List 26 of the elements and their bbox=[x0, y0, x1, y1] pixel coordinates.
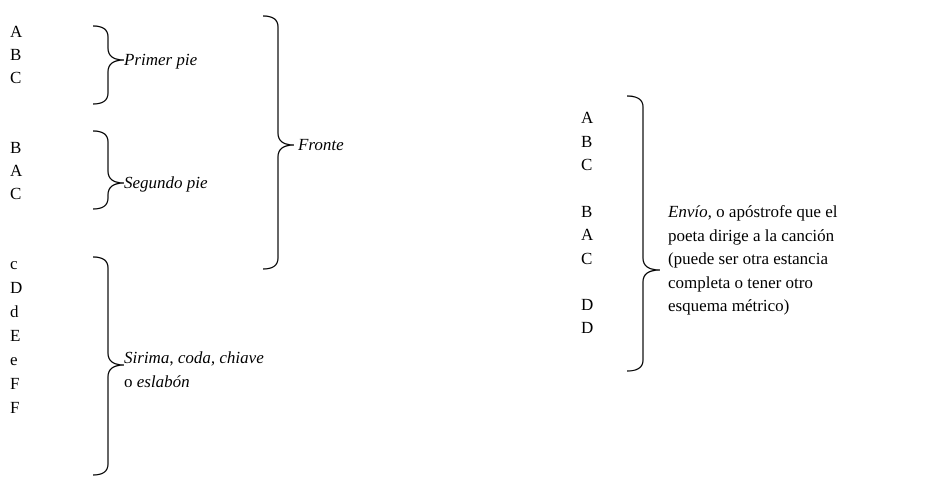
rhyme-letter: F bbox=[10, 373, 20, 395]
rhyme-letter: C bbox=[10, 67, 22, 89]
section-label: Sirima, coda, chiave o eslabón bbox=[124, 347, 265, 392]
rhyme-letter: C bbox=[581, 154, 592, 176]
rhyme-letter: B bbox=[10, 44, 22, 66]
rhyme-letter: e bbox=[10, 349, 18, 371]
rhyme-letter: c bbox=[10, 253, 18, 275]
rhyme-letter: C bbox=[10, 183, 22, 205]
rhyme-letter: B bbox=[581, 201, 592, 223]
section-label: Envío, o apóstrofe que el poeta dirige a la canción (puede ser otra estancia completa o tener otro esquema métrico) bbox=[668, 201, 838, 317]
rhyme-letter: d bbox=[10, 301, 18, 323]
rhyme-letter: A bbox=[581, 107, 594, 129]
rhyme-letter: C bbox=[581, 248, 592, 270]
section-label: Fronte bbox=[298, 134, 344, 156]
rhyme-letter: F bbox=[10, 397, 20, 419]
rhyme-letter: E bbox=[10, 325, 20, 347]
rhyme-letter: D bbox=[10, 277, 22, 299]
section-label: Primer pie bbox=[124, 49, 198, 71]
rhyme-letter: D bbox=[581, 294, 594, 316]
section-label: Segundo pie bbox=[124, 172, 208, 194]
rhyme-letter: D bbox=[581, 317, 594, 339]
rhyme-letter: A bbox=[10, 160, 22, 182]
rhyme-letter: B bbox=[581, 131, 592, 153]
rhyme-letter: B bbox=[10, 137, 22, 159]
rhyme-letter: A bbox=[581, 224, 594, 246]
rhyme-letter: A bbox=[10, 21, 22, 43]
